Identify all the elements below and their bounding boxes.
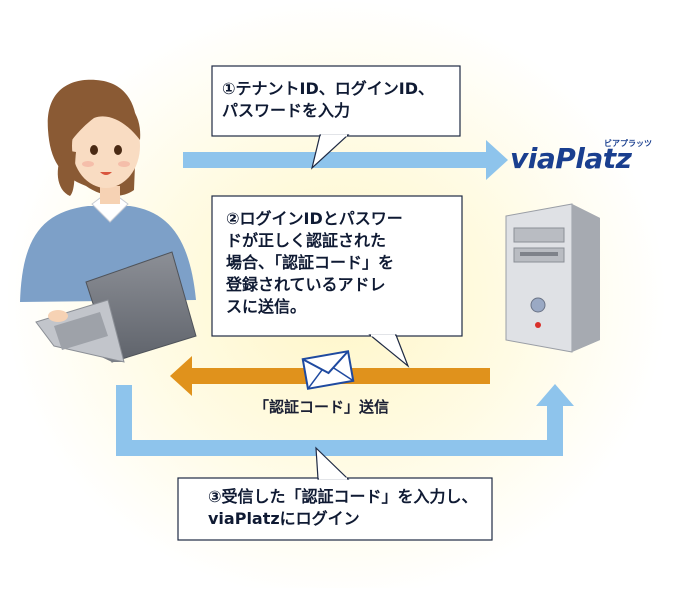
envelope-icon [301,350,355,390]
server-icon [505,203,600,353]
step2-text: ②ログインIDとパスワー ドが正しく認証された 場合、「認証コード」を 登録され… [226,209,403,316]
user-at-laptop-illustration [20,79,197,363]
auth-code-sent-label: 「認証コード」送信 [254,398,390,416]
step1-text: ①テナントID、ログインID、 パスワードを入力 [222,79,435,120]
callout-step1 [211,65,461,170]
callout-step2 [211,195,463,368]
step3-text: ③受信した「認証コード」を入力し、 viaPlatzにログイン [208,487,478,528]
arrow-step1-to-server [183,140,508,180]
viaplatz-logo: viaPlatz [510,142,632,175]
arrow-step3-to-server [116,384,574,456]
viaplatz-logo-kana: ビアプラッツ [604,139,652,148]
callout-step3 [177,446,493,541]
